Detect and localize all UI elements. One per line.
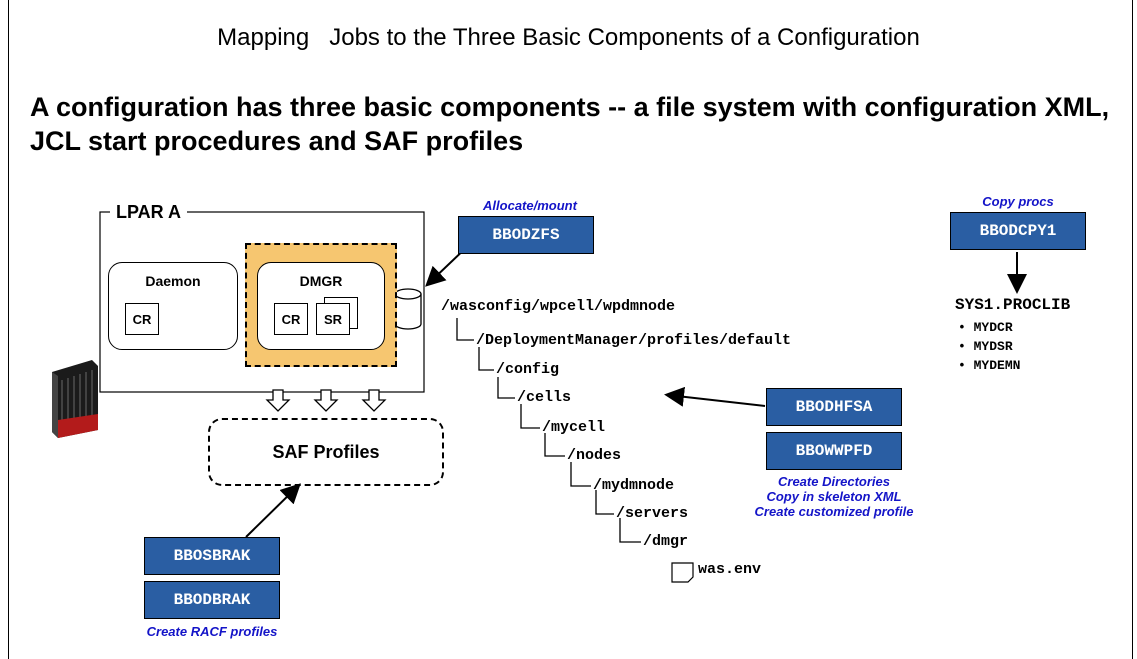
- lpar-label: LPAR A: [110, 202, 187, 223]
- arrow-brak-to-saf: [245, 483, 301, 538]
- arrow-hfsa-to-cells: [664, 386, 766, 407]
- create-directories-caption: Create Directories: [778, 474, 890, 489]
- slide-title: Mapping Jobs to the Three Basic Componen…: [217, 24, 920, 51]
- lpar-box: [99, 211, 425, 393]
- filesystem-cylinder-icon: [394, 288, 422, 330]
- create-profile-caption: Create customized profile: [754, 504, 914, 519]
- tree-nodes: /nodes: [567, 447, 622, 464]
- tree-profiles: /DeploymentManager/profiles/default: [476, 332, 792, 349]
- tree-mydmnode: /mydmnode: [593, 477, 675, 494]
- mainframe-server-icon: [52, 360, 98, 438]
- bbowwpfd-job: BBOWWPFD: [766, 432, 902, 470]
- copy-skeleton-caption: Copy in skeleton XML: [766, 489, 902, 504]
- proclib-name: SYS1.PROCLIB: [955, 296, 1071, 314]
- daemon-label: Daemon: [145, 273, 201, 289]
- dmgr-sr-box: SR: [316, 303, 350, 335]
- daemon-box: Daemon CR: [108, 262, 238, 350]
- saf-profiles-label: SAF Profiles: [272, 441, 380, 462]
- allocate-caption: Allocate/mount: [483, 198, 577, 213]
- proclib-item: • MYDEMN: [958, 358, 1021, 373]
- tree-config: /config: [496, 361, 560, 378]
- down-arrows: [265, 389, 387, 412]
- bbosbrak-job: BBOSBRAK: [144, 537, 280, 575]
- tree-mycell: /mycell: [542, 419, 606, 436]
- tree-root: /wasconfig/wpcell/wpdmnode: [441, 298, 676, 315]
- file-icon: [671, 562, 694, 583]
- copy-procs-caption: Copy procs: [982, 194, 1054, 209]
- saf-profiles-box: SAF Profiles: [208, 418, 444, 486]
- dmgr-box: DMGR CR SR: [257, 262, 385, 350]
- headline: A configuration has three basic componen…: [30, 92, 1110, 156]
- tree-dmgr: /dmgr: [643, 533, 689, 550]
- bbodcpy1-job: BBODCPY1: [950, 212, 1086, 250]
- dmgr-label: DMGR: [299, 273, 343, 289]
- proclib-list: • MYDCR • MYDSR • MYDEMN: [958, 320, 1020, 373]
- dmgr-highlight: DMGR CR SR: [245, 243, 397, 367]
- slide-frame: [8, 0, 1133, 659]
- bbodzfs-job: BBODZFS: [458, 216, 594, 254]
- tree-cells: /cells: [517, 389, 572, 406]
- daemon-cr-box: CR: [125, 303, 159, 335]
- proclib-item: • MYDCR: [958, 320, 1013, 335]
- bbodbrak-job: BBODBRAK: [144, 581, 280, 619]
- tree-lines: [456, 318, 641, 543]
- tree-servers: /servers: [616, 505, 689, 522]
- tree-file-was-env: was.env: [698, 561, 762, 578]
- bbodhfsa-job: BBODHFSA: [766, 388, 902, 426]
- proclib-item: • MYDSR: [958, 339, 1013, 354]
- dmgr-cr-box: CR: [274, 303, 308, 335]
- racf-caption: Create RACF profiles: [146, 624, 278, 639]
